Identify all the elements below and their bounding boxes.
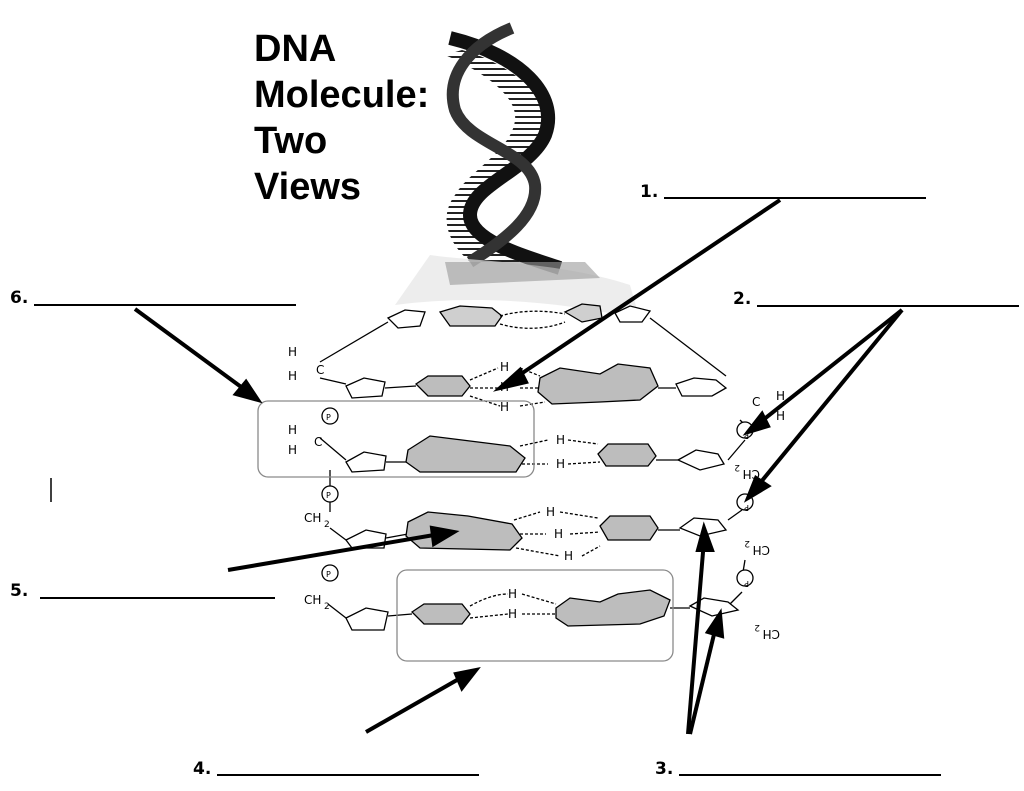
svg-text:H: H: [508, 607, 517, 621]
svg-text:2: 2: [324, 602, 330, 612]
svg-text:CH: CH: [304, 593, 321, 607]
svg-text:H: H: [288, 345, 297, 359]
label-1-number: 1.: [640, 182, 659, 202]
svg-text:C: C: [752, 395, 760, 409]
label-6-blank[interactable]: [34, 304, 296, 306]
svg-text:P: P: [326, 491, 331, 500]
arrow-2a: [756, 308, 904, 426]
svg-text:P: P: [744, 431, 749, 440]
svg-text:H: H: [546, 505, 555, 519]
arrow-2b: [754, 308, 904, 490]
svg-text:CH: CH: [763, 627, 780, 641]
label-2-blank[interactable]: [757, 305, 1019, 307]
nucleotide-highlight-box: [257, 400, 535, 478]
label-1-blank[interactable]: [664, 197, 926, 199]
title-line-1: DNA: [254, 28, 337, 70]
svg-text:H: H: [556, 457, 565, 471]
svg-text:2: 2: [734, 462, 740, 472]
title-line-3: Two: [254, 120, 328, 162]
label-2-number: 2.: [733, 289, 752, 309]
svg-text:CH: CH: [304, 511, 321, 525]
base-pair-highlight-box: [396, 569, 674, 662]
svg-text:H: H: [564, 549, 573, 563]
label-5-blank[interactable]: [40, 597, 275, 599]
svg-text:H: H: [508, 587, 517, 601]
svg-text:H: H: [500, 400, 509, 414]
atom-labels: H H C H H C H H H H H H H H H H C H H CH…: [288, 345, 785, 641]
svg-text:H: H: [776, 389, 785, 403]
svg-text:P: P: [744, 579, 749, 588]
arrow-3a: [686, 539, 706, 735]
svg-text:H: H: [556, 433, 565, 447]
svg-text:2: 2: [744, 538, 750, 548]
svg-text:P: P: [326, 570, 331, 579]
label-3-number: 3.: [655, 759, 674, 779]
title-line-4: Views: [254, 166, 362, 208]
svg-text:C: C: [316, 363, 324, 377]
svg-text:2: 2: [754, 622, 760, 632]
svg-text:H: H: [776, 409, 785, 423]
svg-text:H: H: [288, 443, 297, 457]
svg-text:P: P: [326, 413, 331, 422]
svg-text:P: P: [744, 503, 749, 512]
double-helix-image: [395, 22, 640, 320]
svg-text:H: H: [554, 527, 563, 541]
pointer-arrows: [133, 198, 904, 735]
arrow-6: [133, 307, 250, 394]
label-4-blank[interactable]: [217, 774, 479, 776]
svg-text:H: H: [288, 423, 297, 437]
arrow-1: [510, 198, 782, 382]
arrow-3b: [688, 625, 718, 735]
svg-text:2: 2: [324, 520, 330, 530]
label-5-number: 5.: [10, 581, 29, 601]
label-3-blank[interactable]: [679, 774, 941, 776]
svg-text:C: C: [314, 435, 322, 449]
title-line-2: Molecule:: [254, 74, 430, 116]
arrow-5: [227, 532, 441, 572]
dna-ladder: [319, 303, 754, 631]
label-6-number: 6.: [10, 288, 29, 308]
arrow-4: [365, 674, 465, 734]
label-4-number: 4.: [193, 759, 212, 779]
svg-text:CH: CH: [753, 543, 770, 557]
svg-text:H: H: [288, 369, 297, 383]
svg-text:H: H: [500, 360, 509, 374]
